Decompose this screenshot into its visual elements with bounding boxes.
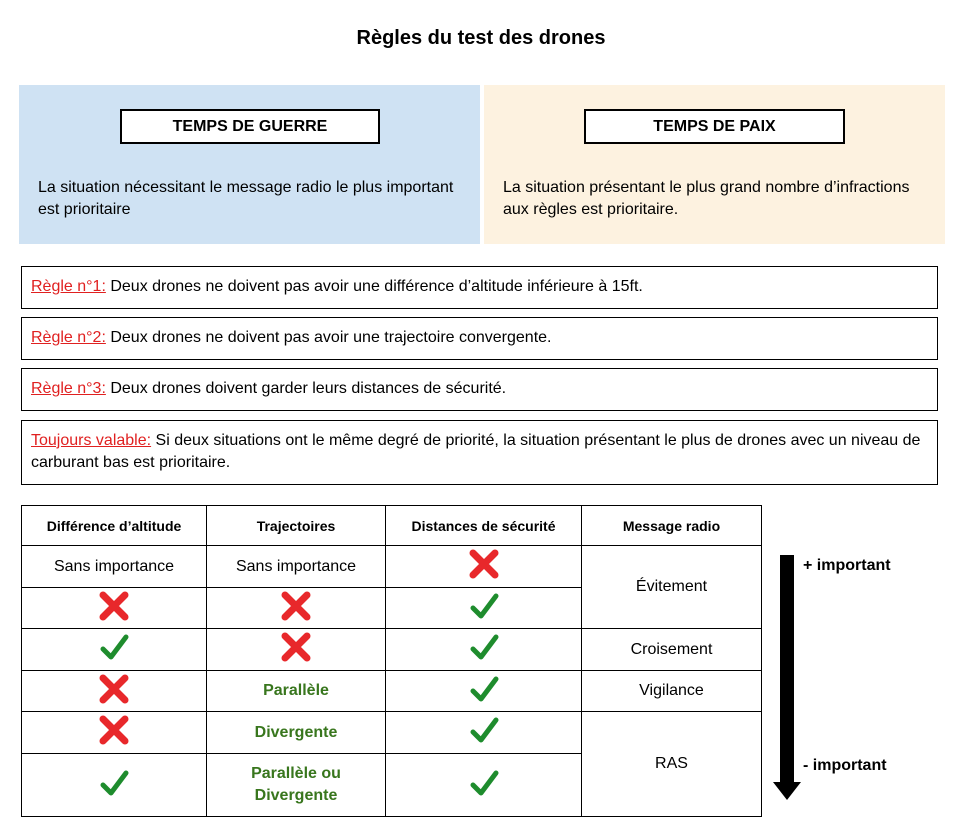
header-distances: Distances de sécurité: [385, 505, 582, 546]
cell-distance: [385, 711, 582, 754]
peace-description: La situation présentant le plus grand no…: [503, 179, 910, 218]
check-icon: [469, 632, 499, 667]
table-row: Sans importance Sans importance Évitemen…: [21, 545, 762, 629]
cell-altitude: [21, 628, 207, 671]
cell-altitude: [21, 670, 207, 712]
war-description: La situation nécessitant le message radi…: [38, 179, 454, 218]
cell-altitude: [21, 711, 207, 754]
cross-icon: [99, 715, 129, 750]
cross-icon: [469, 549, 499, 584]
cell-distance: [385, 628, 582, 671]
header-altitude: Différence d’altitude: [21, 505, 207, 546]
peace-header: TEMPS DE PAIX: [584, 109, 845, 144]
message-evitement: Évitement: [581, 545, 762, 629]
cell-distance: [385, 753, 582, 817]
rule-2-text: Deux drones ne doivent pas avoir une tra…: [105, 329, 552, 346]
cell-altitude: [21, 753, 207, 817]
rule-3-label: Règle n°3:: [31, 380, 106, 397]
check-icon: [469, 715, 499, 750]
rule-1: Règle n°1: Deux drones ne doivent pas av…: [21, 266, 938, 309]
rule-1-label: Règle n°1:: [31, 278, 106, 295]
cell-trajectoire: Sans importance: [206, 545, 386, 588]
cell-trajectoire: Parallèle ou Divergente: [206, 753, 386, 817]
rule-always: Toujours valable: Si deux situations ont…: [21, 420, 938, 485]
rule-1-text: Deux drones ne doivent pas avoir une dif…: [105, 278, 643, 295]
cell-trajectoire: Divergente: [206, 711, 386, 754]
cell-trajectoire: [206, 587, 386, 629]
importance-bottom-label: - important: [803, 757, 887, 774]
table-row: [21, 587, 762, 629]
importance-top-label: + important: [803, 557, 891, 574]
check-icon: [469, 674, 499, 709]
check-icon: [99, 768, 129, 803]
trajectoire-text: Divergente: [254, 723, 338, 741]
rule-3: Règle n°3: Deux drones doivent garder le…: [21, 368, 938, 411]
cell-distance: [385, 670, 582, 712]
trajectoire-text: Sans importance: [235, 557, 357, 575]
check-icon: [469, 591, 499, 626]
check-icon: [469, 768, 499, 803]
cell-trajectoire: [206, 628, 386, 671]
priority-table: Différence d’altitude Trajectoires Dista…: [21, 505, 762, 817]
table-row: Croisement: [21, 628, 762, 671]
rule-2-label: Règle n°2:: [31, 329, 106, 346]
cross-icon: [281, 591, 311, 626]
importance-arrow-icon: [773, 555, 801, 800]
rule-always-label: Toujours valable:: [31, 432, 152, 449]
table-header-row: Différence d’altitude Trajectoires Dista…: [21, 505, 762, 546]
table-row: Divergente RAS: [21, 711, 762, 817]
cell-distance: [385, 545, 582, 588]
rule-always-text: Si deux situations ont le même degré de …: [31, 432, 921, 471]
trajectoire-text: Parallèle: [263, 682, 329, 699]
war-panel: TEMPS DE GUERRE La situation nécessitant…: [19, 85, 480, 244]
header-message: Message radio: [581, 505, 762, 546]
message-ras: RAS: [581, 711, 762, 817]
message-vigilance: Vigilance: [581, 670, 762, 712]
cell-altitude: [21, 587, 207, 629]
altitude-text: Sans importance: [53, 557, 175, 575]
peace-panel: TEMPS DE PAIX La situation présentant le…: [484, 85, 945, 244]
check-icon: [99, 632, 129, 667]
cross-icon: [99, 674, 129, 709]
page-title: Règles du test des drones: [356, 27, 606, 49]
header-trajectoires: Trajectoires: [206, 505, 386, 546]
cell-trajectoire: Parallèle: [206, 670, 386, 712]
rule-2: Règle n°2: Deux drones ne doivent pas av…: [21, 317, 938, 360]
rule-3-text: Deux drones doivent garder leurs distanc…: [105, 380, 507, 397]
cross-icon: [281, 632, 311, 667]
cell-altitude: Sans importance: [21, 545, 207, 588]
message-croisement: Croisement: [581, 628, 762, 671]
trajectoire-text: Parallèle ou Divergente: [251, 765, 341, 804]
war-header: TEMPS DE GUERRE: [120, 109, 380, 144]
table-row: Parallèle ou Divergente: [21, 753, 762, 817]
cross-icon: [99, 591, 129, 626]
cell-distance: [385, 587, 582, 629]
table-row: Parallèle Vigilance: [21, 670, 762, 712]
